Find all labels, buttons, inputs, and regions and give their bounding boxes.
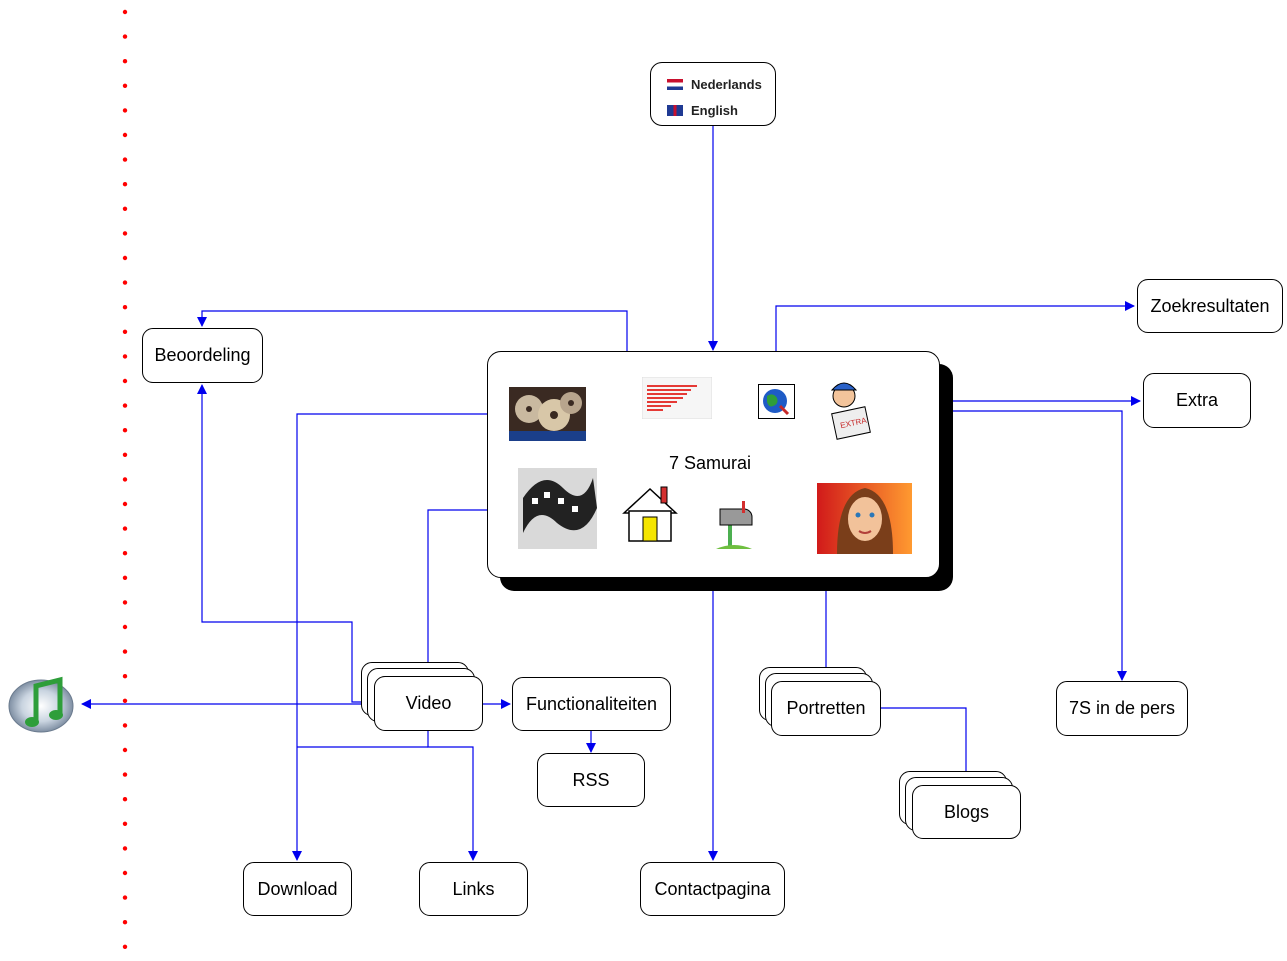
margin-dot [122, 59, 128, 64]
margin-dot [122, 132, 128, 138]
margin-dot [122, 895, 128, 900]
globe-search-icon[interactable] [758, 384, 795, 419]
rss-node[interactable]: RSS [537, 753, 645, 807]
margin-dot [122, 797, 128, 802]
margin-dot [122, 624, 128, 630]
margin-dot [122, 305, 128, 310]
extra-node[interactable]: Extra [1143, 373, 1251, 428]
margin-dot [122, 846, 128, 851]
margin-dot [122, 600, 128, 605]
margin-dot [122, 428, 128, 433]
margin-dot [122, 674, 128, 679]
margin-dot [122, 477, 128, 482]
video-node[interactable]: Video [374, 676, 483, 731]
margin-dot [122, 944, 128, 949]
newsboy-icon[interactable]: EXTRA [824, 380, 876, 442]
connector-video-links [427, 730, 478, 861]
margin-dot [122, 551, 128, 556]
connector-newsboy-pers [876, 410, 1127, 681]
pers-node[interactable]: 7S in de pers [1056, 681, 1188, 736]
margin-dot [122, 255, 128, 261]
margin-dot [122, 83, 128, 89]
zoekresultaten-node[interactable]: Zoekresultaten [1137, 279, 1283, 333]
margin-dot [122, 452, 128, 457]
margin-dot [122, 231, 128, 236]
bar-chart-icon[interactable] [642, 377, 712, 419]
download-node[interactable]: Download [243, 862, 352, 916]
margin-dot [122, 280, 128, 285]
margin-dot [122, 920, 128, 925]
margin-dot [122, 108, 128, 113]
margin-dot [122, 821, 128, 826]
margin-dot [122, 772, 128, 777]
margin-dot [122, 329, 128, 334]
film-strip-icon[interactable] [518, 468, 597, 549]
margin-dot [122, 157, 128, 162]
language-selector[interactable]: Nederlands English [650, 62, 776, 126]
margin-dot [122, 354, 128, 359]
margin-dot [122, 501, 128, 507]
margin-dot [122, 206, 128, 211]
margin-dot [122, 747, 128, 753]
margin-dot [122, 575, 128, 580]
connector-portretten-blogs [881, 707, 971, 785]
language-option-dutch[interactable]: Nederlands [667, 77, 762, 92]
margin-dot [122, 182, 128, 187]
margin-dot [122, 34, 128, 39]
woman-portrait-icon[interactable] [817, 483, 912, 554]
language-label: Nederlands [691, 77, 762, 92]
itunes-icon[interactable] [6, 670, 76, 734]
beoordeling-node[interactable]: Beoordeling [142, 328, 263, 383]
links-node[interactable]: Links [419, 862, 528, 916]
main-page-title: 7 Samurai [669, 453, 752, 473]
margin-dot [122, 9, 128, 15]
margin-dot [122, 870, 128, 876]
margin-dot [122, 403, 128, 408]
mailbox-icon[interactable] [712, 499, 756, 554]
language-label: English [691, 103, 738, 118]
contactpagina-node[interactable]: Contactpagina [640, 862, 785, 916]
margin-dot [122, 723, 128, 728]
connector-cd-download [292, 413, 510, 861]
dutch-flag-icon [667, 79, 683, 90]
margin-dot [122, 378, 128, 384]
blogs-node[interactable]: Blogs [912, 785, 1021, 839]
dotted-margin-line [122, 9, 128, 949]
uk-flag-icon [667, 105, 683, 116]
language-option-english[interactable]: English [667, 103, 738, 118]
portretten-node[interactable]: Portretten [771, 681, 881, 736]
cd-discs-icon[interactable] [509, 387, 586, 441]
margin-dot [122, 698, 128, 703]
house-icon[interactable] [621, 485, 679, 542]
functionaliteiten-node[interactable]: Functionaliteiten [512, 677, 671, 731]
margin-dot [122, 649, 128, 654]
margin-dot [122, 526, 128, 531]
connector-video-beoordeling [197, 384, 362, 703]
